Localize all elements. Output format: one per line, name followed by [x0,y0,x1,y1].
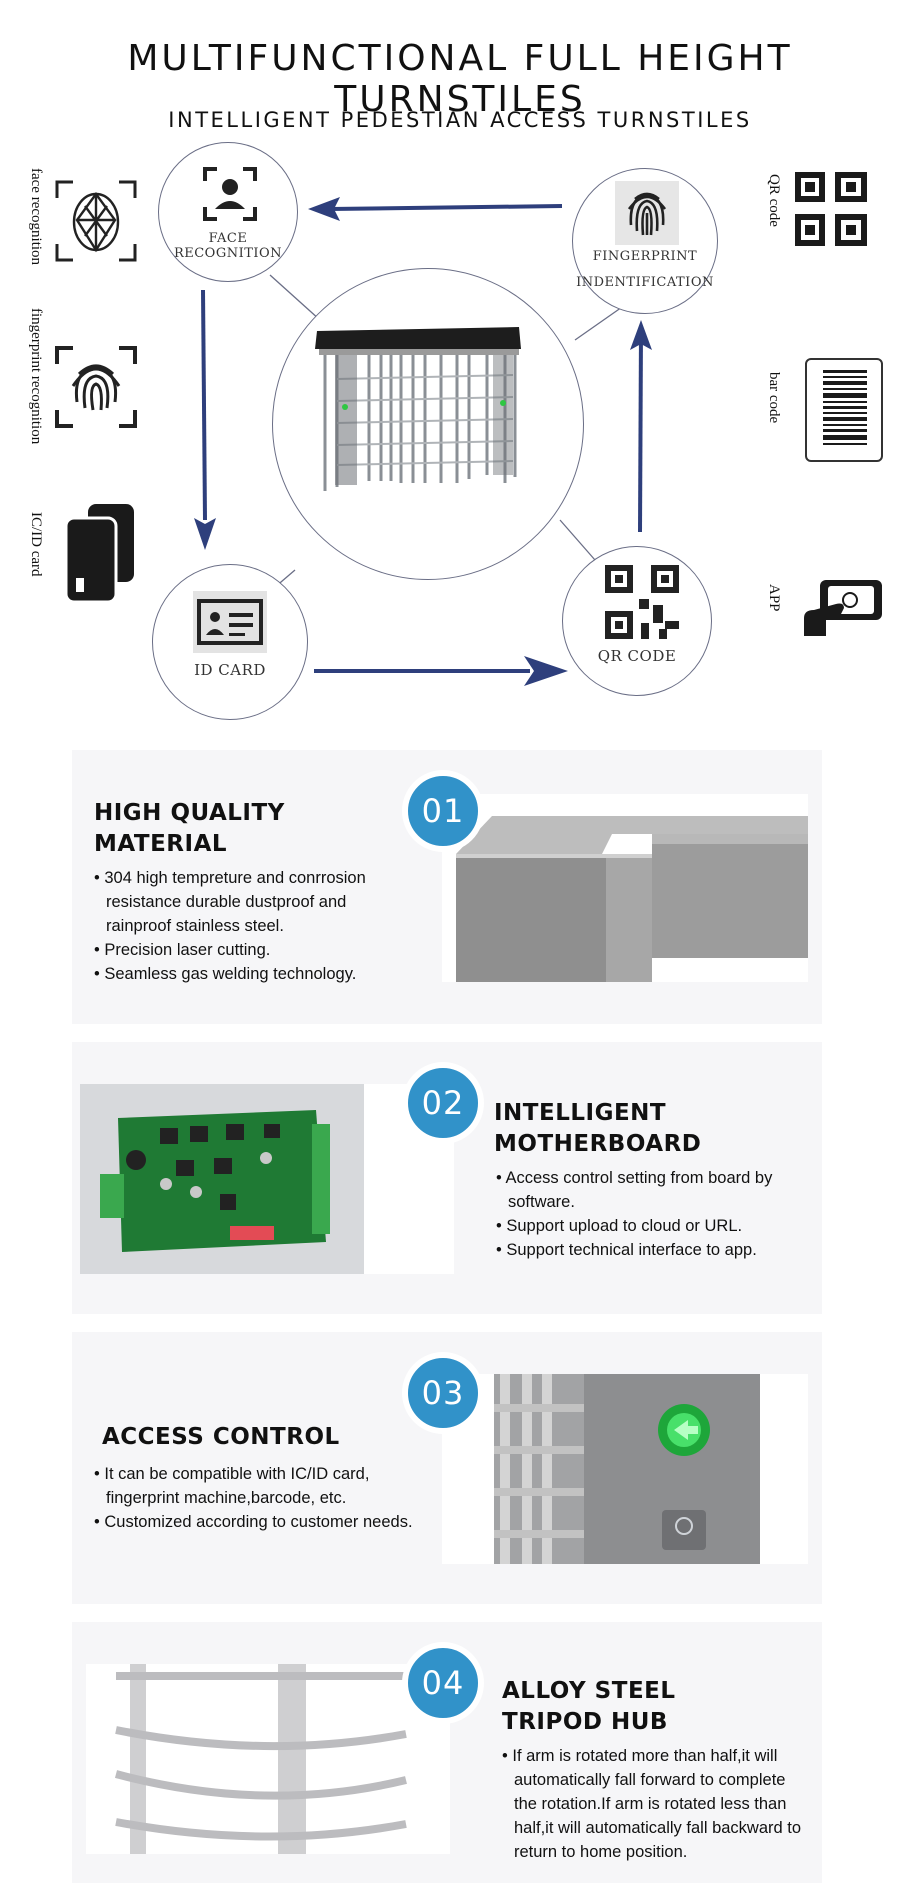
feature-bullet: Precision laser cutting. [94,938,394,962]
feature-02-bullets: Access control setting from board by sof… [496,1166,806,1262]
feature-01-bullets: 304 high tempreture and conrrosion resis… [94,866,394,986]
diagram-connectors [194,197,652,686]
tripod-hub-photo [86,1664,450,1854]
feature-bullet: Support upload to cloud or URL. [496,1214,806,1238]
feature-02-number-badge: 02 [402,1062,484,1144]
flow-arrow-left [194,289,216,550]
face-recognition-side-label: face recognition [28,168,44,266]
feature-03-bullets: It can be compatible with IC/ID card, fi… [94,1462,434,1534]
feature-bullet: Customized according to customer needs. [94,1510,434,1534]
page-subtitle: INTELLIGENT PEDESTIAN ACCESS TURNSTILES [168,108,752,132]
spoke-line [574,304,626,341]
ic-card-icon [64,504,134,604]
access-control-photo [442,1374,808,1564]
id-card-node: ID CARD [152,564,308,720]
fingerprint-scan-icon [55,346,137,428]
face-scan-icon [203,167,257,221]
face-mesh-icon [55,180,137,262]
page-title: MULTIFUNCTIONAL FULL HEIGHT TURNSTILES [127,38,793,120]
feature-bullet: 304 high tempreture and conrrosion resis… [94,866,394,938]
fingerprint-label-line1: FINGERPRINT [592,249,698,264]
fingerprint-label-line2: INDENTIFICATION [576,275,714,290]
feature-bullet: Seamless gas welding technology. [94,962,394,986]
face-recognition-node: FACE RECOGNITION [158,142,298,282]
id-card-icon [193,591,267,653]
turnstile-circle [272,268,584,580]
feature-01-number-badge: 01 [402,770,484,852]
feature-bullet: Support technical interface to app. [496,1238,806,1262]
flow-arrow-bottom [314,656,568,686]
spoke-line [559,519,596,561]
feature-03-title: ACCESS CONTROL [102,1424,340,1450]
motherboard-photo [80,1084,454,1274]
feature-04-number-badge: 04 [402,1642,484,1724]
flow-arrow-top [308,197,563,221]
feature-bullet: Access control setting from board by sof… [496,1166,806,1214]
barcode-icon [805,358,883,462]
steel-frame-photo [442,794,808,982]
feature-04-bullets: If arm is rotated more than half,it will… [502,1744,802,1864]
spoke-line [269,274,321,321]
app-tap-icon [804,580,882,636]
qr-code-icon [605,565,679,639]
fingerprint-icon [615,181,679,245]
feature-bullet: It can be compatible with IC/ID card, fi… [94,1462,434,1510]
qr-code-node: QR CODE [562,546,712,696]
feature-01-title: HIGH QUALITY MATERIAL [94,800,285,857]
fingerprint-node: FINGERPRINT INDENTIFICATION [572,168,718,314]
turnstile-illustration [315,327,521,491]
feature-02-title: INTELLIGENT MOTHERBOARD [494,1100,702,1157]
fingerprint-recognition-side-label: fingerprint recognition [28,308,44,445]
app-side-label: APP [766,584,782,612]
feature-04-title: ALLOY STEEL TRIPOD HUB [502,1678,676,1735]
ic-id-card-side-label: IC/ID card [28,512,44,577]
bar-code-side-label: bar code [766,372,782,424]
flow-arrow-right [630,320,652,533]
feature-03-number-badge: 03 [402,1352,484,1434]
id-card-label: ID CARD [194,661,266,679]
qr-code-side-label: QR code [766,174,782,227]
feature-bullet: If arm is rotated more than half,it will… [502,1744,802,1864]
qr-code-side-icon [795,172,867,246]
face-recognition-label: FACE RECOGNITION [173,231,283,261]
qr-code-label: QR CODE [597,647,677,665]
